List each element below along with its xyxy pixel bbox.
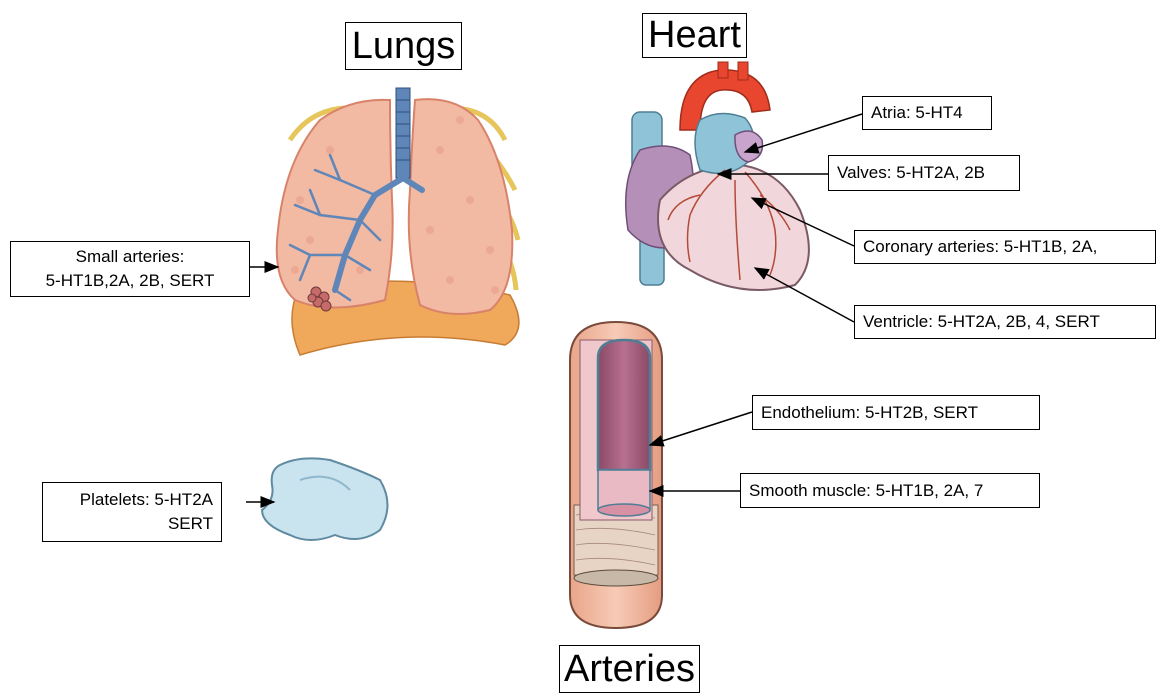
ventricle-label: Ventricle: 5-HT2A, 2B, 4, SERT <box>854 305 1156 339</box>
heart-title: Heart <box>642 13 747 58</box>
small-arteries-label: Small arteries: 5-HT1B,2A, 2B, SERT <box>10 241 250 297</box>
platelet-illustration <box>262 458 388 540</box>
heart-illustration <box>626 62 809 290</box>
arteries-title: Arteries <box>559 645 700 693</box>
lungs-illustration <box>277 88 519 355</box>
endothelium-arrow <box>650 412 752 445</box>
platelets-label: Platelets: 5-HT2A SERT <box>42 482 222 542</box>
coronary-arteries-label: Coronary arteries: 5-HT1B, 2A, <box>854 230 1156 264</box>
atria-label: Atria: 5-HT4 <box>862 96 992 130</box>
small-arteries-label-line1: Small arteries: <box>76 245 185 269</box>
endothelium-label: Endothelium: 5-HT2B, SERT <box>752 395 1040 430</box>
platelets-label-line1: Platelets: 5-HT2A <box>80 488 213 512</box>
valves-label: Valves: 5-HT2A, 2B <box>828 155 1020 191</box>
atria-arrow <box>745 114 862 152</box>
lungs-title: Lungs <box>345 22 462 70</box>
artery-illustration <box>570 322 662 628</box>
platelets-label-line2: SERT <box>168 512 213 536</box>
smooth-muscle-label: Smooth muscle: 5-HT1B, 2A, 7 <box>740 473 1040 508</box>
small-arteries-label-line2: 5-HT1B,2A, 2B, SERT <box>46 269 215 293</box>
ventricle-arrow <box>755 268 854 322</box>
